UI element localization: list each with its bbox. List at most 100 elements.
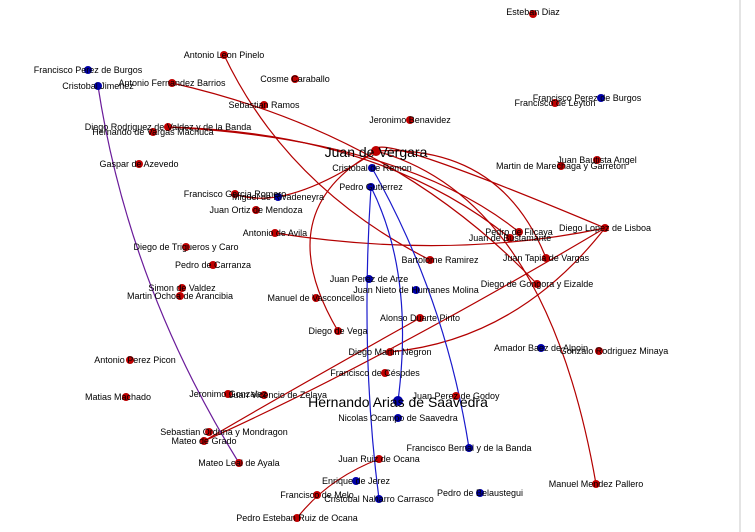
node-label-juan-ruiz-de-ocana: Juan Ruiz de Ocana bbox=[338, 454, 420, 464]
node-francisco-garcia-romero[interactable] bbox=[231, 190, 239, 198]
edge-cristobal-jimenez-to-mateo-leal-de-ayala bbox=[97, 85, 240, 464]
node-simon-de-valdez[interactable] bbox=[178, 284, 186, 292]
node-sebastian-ramos[interactable] bbox=[260, 101, 268, 109]
node-juan-perez-de-arze[interactable] bbox=[365, 275, 373, 283]
node-label-hernando-arias-de-saavedra: Hernando Arias de Saavedra bbox=[308, 394, 488, 410]
node-label-sebastian-ramos: Sebastian Ramos bbox=[228, 100, 300, 110]
node-miguel-de-rivadeneyra[interactable] bbox=[274, 193, 282, 201]
node-jeronimo-benavidez[interactable] bbox=[406, 116, 414, 124]
node-diego-de-trigueros[interactable] bbox=[182, 243, 190, 251]
node-label-bartolome-ramirez: Bartolome Ramirez bbox=[401, 255, 479, 265]
node-antonio-perez-picon[interactable] bbox=[126, 356, 134, 364]
node-label-francisco-de-melo: Francisco de Melo bbox=[280, 490, 354, 500]
node-mateo-leal-de-ayala[interactable] bbox=[235, 459, 243, 467]
node-label-antonio-perez-picon: Antonio Perez Picon bbox=[94, 355, 176, 365]
node-manuel-mendez-pallero[interactable] bbox=[592, 480, 600, 488]
node-label-francisco-de-cespedes: Francisco de Céspdes bbox=[330, 368, 420, 378]
node-cristobal-jimenez[interactable] bbox=[94, 82, 102, 90]
node-label-francisco-bernal: Francisco Bernal y de la Banda bbox=[406, 443, 531, 453]
node-label-diego-de-gongora: Diego de Gongora y Eizalde bbox=[481, 279, 594, 289]
node-juan-de-bustamante[interactable] bbox=[506, 234, 514, 242]
node-diego-martin-negron[interactable] bbox=[386, 348, 394, 356]
node-label-antonio-leon-pinelo: Antonio Leon Pinelo bbox=[184, 50, 265, 60]
node-martin-ochoa[interactable] bbox=[176, 292, 184, 300]
node-label-diego-de-vega: Diego de Vega bbox=[308, 326, 367, 336]
node-martin-de-marechaga[interactable] bbox=[557, 162, 565, 170]
node-pedro-gutierrez[interactable] bbox=[367, 183, 375, 191]
node-juan-ortiz-de-mendoza[interactable] bbox=[252, 206, 260, 214]
node-juan-nieto[interactable] bbox=[412, 286, 420, 294]
node-juan-perez-de-godoy[interactable] bbox=[452, 392, 460, 400]
edge-antonio-de-avila-to-diego-lopez-de-lisboa bbox=[274, 227, 606, 247]
edge-antonio-leon-pinelo-to-bartolome-ramirez bbox=[223, 54, 431, 261]
node-hernando-vargas-machuca[interactable] bbox=[149, 128, 157, 136]
edge-juan-ruiz-de-ocana-to-pedro-esteban-ruiz bbox=[296, 458, 380, 519]
node-label-hernando-vargas-machuca: Hernando de Vargas Machuca bbox=[92, 127, 213, 137]
node-francisco-de-leyton[interactable] bbox=[551, 99, 559, 107]
edge-diego-lopez-de-lisboa-to-diego-martin-negron bbox=[389, 227, 606, 353]
node-label-antonio-de-avila: Antonio de Avila bbox=[243, 228, 307, 238]
node-enrique-de-jerez[interactable] bbox=[352, 477, 360, 485]
node-label-juan-perez-de-arze: Juan Perez de Arze bbox=[330, 274, 409, 284]
node-pedro-de-filcaya[interactable] bbox=[515, 228, 523, 236]
node-manuel-de-vasconcellos[interactable] bbox=[312, 294, 320, 302]
edge-pedro-gutierrez-to-cristobal-naharro bbox=[366, 186, 380, 500]
node-juan-vicencio-de-zelaya[interactable] bbox=[260, 391, 268, 399]
node-label-juan-de-vergara: Juan de Vergara bbox=[325, 144, 428, 160]
node-francisco-perez-de-burgos-r[interactable] bbox=[597, 94, 605, 102]
node-label-juan-bautista-angel: Juan Bautista Angel bbox=[557, 155, 637, 165]
node-cristobal-de-remon[interactable] bbox=[368, 164, 376, 172]
node-antonio-de-avila[interactable] bbox=[271, 229, 279, 237]
node-amador-baez[interactable] bbox=[537, 344, 545, 352]
node-pedro-esteban-ruiz[interactable] bbox=[293, 514, 301, 522]
node-juan-bautista-angel[interactable] bbox=[593, 156, 601, 164]
edge-diego-rodriguez-to-pedro-de-filcaya bbox=[167, 126, 520, 233]
node-diego-de-gongora[interactable] bbox=[533, 280, 541, 288]
node-esteban-diaz[interactable] bbox=[529, 10, 537, 18]
node-francisco-bernal[interactable] bbox=[465, 444, 473, 452]
node-label-sebastian-orduna: Sebastian Orduna y Mondragon bbox=[160, 427, 288, 437]
node-label-manuel-mendez-pallero: Manuel Mendez Pallero bbox=[549, 479, 644, 489]
node-pedro-de-belaustegui[interactable] bbox=[476, 489, 484, 497]
node-antonio-fernandez-barrios[interactable] bbox=[168, 79, 176, 87]
node-francisco-de-melo[interactable] bbox=[313, 491, 321, 499]
node-nicolas-ocampo[interactable] bbox=[394, 414, 402, 422]
node-gaspar-de-azevedo[interactable] bbox=[135, 160, 143, 168]
node-diego-lopez-de-lisboa[interactable] bbox=[601, 224, 609, 232]
node-gonzalo-rodriguez-minaya[interactable] bbox=[595, 347, 603, 355]
node-label-diego-martin-negron: Diego Martin Negron bbox=[348, 347, 431, 357]
node-mateo-de-grado[interactable] bbox=[200, 437, 208, 445]
node-jeronimo-gonzalez[interactable] bbox=[224, 390, 232, 398]
node-diego-rodriguez[interactable] bbox=[164, 123, 172, 131]
node-bartolome-ramirez[interactable] bbox=[426, 256, 434, 264]
edge-juan-de-vergara-to-francisco-garcia-romero bbox=[234, 150, 377, 199]
node-francisco-de-cespedes[interactable] bbox=[381, 369, 389, 377]
node-label-jeronimo-gonzalez: Jeronimo Gonzalez bbox=[189, 389, 267, 399]
node-label-cosme-caraballo: Cosme Caraballo bbox=[260, 74, 330, 84]
node-label-pedro-gutierrez: Pedro Gutierrez bbox=[339, 182, 403, 192]
node-diego-de-vega[interactable] bbox=[334, 327, 342, 335]
node-label-gaspar-de-azevedo: Gaspar de Azevedo bbox=[99, 159, 178, 169]
node-label-pedro-de-filcaya: Pedro de Filcaya bbox=[485, 227, 553, 237]
node-label-pedro-esteban-ruiz: Pedro Esteban Ruiz de Ocana bbox=[236, 513, 358, 523]
node-label-jeronimo-benavidez: Jeronimo Benavidez bbox=[369, 115, 451, 125]
node-alonso-duarte-pinto[interactable] bbox=[416, 314, 424, 322]
node-pedro-de-carranza[interactable] bbox=[209, 261, 217, 269]
node-sebastian-orduna[interactable] bbox=[205, 428, 213, 436]
node-juan-tapia-de-vargas[interactable] bbox=[542, 254, 550, 262]
node-label-cristobal-naharro: Cristobal Naharro Carrasco bbox=[324, 494, 434, 504]
node-juan-de-vergara[interactable] bbox=[371, 146, 381, 156]
node-hernando-arias-de-saavedra[interactable] bbox=[393, 396, 403, 406]
node-label-diego-lopez-de-lisboa: Diego Lopez de Lisboa bbox=[559, 223, 651, 233]
node-label-francisco-de-leyton: Francisco de Leyton bbox=[514, 98, 595, 108]
node-label-juan-de-bustamante: Juan de Bustamante bbox=[469, 233, 552, 243]
node-cosme-caraballo[interactable] bbox=[291, 75, 299, 83]
node-francisco-perez-de-burgos-l[interactable] bbox=[84, 66, 92, 74]
node-label-juan-vicencio-de-zelaya: Juan Vicencio de Zelaya bbox=[229, 390, 327, 400]
node-cristobal-naharro[interactable] bbox=[375, 495, 383, 503]
node-antonio-leon-pinelo[interactable] bbox=[220, 51, 228, 59]
node-matias-machado[interactable] bbox=[122, 393, 130, 401]
node-label-juan-perez-de-godoy: Juan Perez de Godoy bbox=[412, 391, 500, 401]
node-juan-ruiz-de-ocana[interactable] bbox=[375, 455, 383, 463]
